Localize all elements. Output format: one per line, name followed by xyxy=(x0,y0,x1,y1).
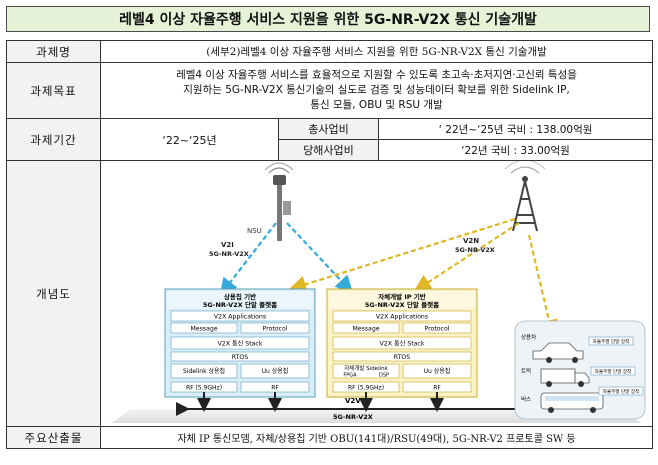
vehicle-label-car: 상용차 xyxy=(521,333,536,341)
left-message: Message xyxy=(190,326,217,333)
left-apps: V2X Applications xyxy=(214,314,266,321)
right-sidelink: 자체개발 Sidelink xyxy=(344,364,388,372)
vehicle-label-bus: 버스 xyxy=(521,395,531,403)
v2n-sublabel: 5G-NR-V2X xyxy=(455,246,495,254)
row-goal: 과제목표 레벨4 이상 자율주행 서비스를 효율적으로 지원할 수 있도록 초고… xyxy=(6,62,654,119)
nsu-pole-icon xyxy=(264,162,294,241)
left-rf2: RF xyxy=(271,385,279,392)
v2n-arrow-middle xyxy=(413,222,520,292)
project-table: 과제명 (세부2)레벨4 이상 자율주행 서비스 지원을 위한 5G-NR-V2… xyxy=(6,40,654,449)
right-rf2: RF xyxy=(433,385,441,392)
right-apps: V2X Applications xyxy=(376,314,428,321)
left-uu: Uu 상용칩 xyxy=(262,367,289,375)
year-budget-value: ‘22년 국비 : 33.00억원 xyxy=(377,139,654,161)
output-value: 자체 IP 통신모뎀, 자체/상용칩 기반 OBU(141대)/RSU(49대)… xyxy=(99,426,654,449)
goal-value: 레벨4 이상 자율주행 서비스를 효율적으로 지원할 수 있도록 초고속·초저지… xyxy=(99,62,654,119)
task-name-label: 과제명 xyxy=(6,40,101,63)
vehicle-tag-car: 자율주행 단말 장착 xyxy=(593,338,631,345)
row-concept: 개념도 xyxy=(6,159,654,427)
vehicle-tag-bus: 자율주행 단말 장착 xyxy=(603,388,641,395)
left-stack: V2X 통신 Stack xyxy=(218,340,263,348)
left-module-title-1: 상용칩 기반 xyxy=(224,292,256,301)
left-rf1: RF (5.9GHz) xyxy=(186,385,222,392)
right-module-title-1: 자체개발 IP 기반 xyxy=(378,292,426,301)
v2i-arrow-left xyxy=(219,222,277,296)
v2n-arrow-left xyxy=(288,217,516,293)
v2i-label: V2I xyxy=(221,241,234,249)
right-uu: Uu 상용칩 xyxy=(424,367,451,375)
bus-icon xyxy=(540,392,604,413)
total-budget-label: 총사업비 xyxy=(278,118,379,140)
left-protocol: Protocol xyxy=(263,326,288,333)
truck-icon xyxy=(540,368,590,387)
row-output: 주요산출물 자체 IP 통신모뎀, 자체/상용칩 기반 OBU(141대)/RS… xyxy=(6,426,654,449)
right-rf1: RF (5.9GHz) xyxy=(348,385,384,392)
concept-label: 개념도 xyxy=(6,160,101,427)
v2i-sublabel: 5G-NR-V2X xyxy=(209,250,249,258)
goal-label: 과제목표 xyxy=(6,62,101,119)
v2v-label: V2V xyxy=(345,397,361,405)
row-task-name: 과제명 (세부2)레벨4 이상 자율주행 서비스 지원을 위한 5G-NR-V2… xyxy=(6,40,654,63)
total-budget-value: ‘ 22년~‘25년 국비 : 138.00억원 xyxy=(377,118,654,140)
nsu-label: NSU xyxy=(247,227,262,235)
vehicle-tag-truck: 자율주행 단말 장착 xyxy=(595,368,633,375)
concept-diagram: NSU V2I 5G-NR-V2X xyxy=(111,159,646,423)
left-module: 상용칩 기반 5G-NR-V2X 단말 플랫폼 V2X Applications… xyxy=(164,288,316,412)
task-name-value: (세부2)레벨4 이상 자율주행 서비스 지원을 위한 5G-NR-V2X 통신… xyxy=(99,40,654,63)
period-value: ‘22~‘25년 xyxy=(100,118,279,161)
goal-line: 레벨4 이상 자율주행 서비스를 효율적으로 지원할 수 있도록 초고속·초저지… xyxy=(176,69,577,81)
row-period-year: 당해사업비 ‘22년 국비 : 33.00억원 xyxy=(7,139,654,161)
row-period-total: 과제기간 ‘22~‘25년 총사업비 ‘ 22년~‘25년 국비 : 138.0… xyxy=(6,118,654,161)
right-module-title-2: 5G-NR-V2X 단말 플랫폼 xyxy=(365,300,439,309)
right-stack: V2X 통신 Stack xyxy=(380,340,425,348)
output-label: 주요산출물 xyxy=(6,426,101,449)
v2n-label: V2N xyxy=(463,237,479,245)
vehicle-label-truck: 트럭 xyxy=(521,367,531,375)
left-rtos: RTOS xyxy=(232,354,248,361)
right-fpga: FPGA xyxy=(343,373,357,379)
concept-diagram-cell: NSU V2I 5G-NR-V2X xyxy=(99,159,654,427)
document-title: 레벨4 이상 자율주행 서비스 지원을 위한 5G-NR-V2X 통신 기술개발 xyxy=(6,6,650,32)
v2n-arrow-vehicles xyxy=(527,234,558,338)
right-dsp: DSP xyxy=(379,373,389,379)
year-budget-label: 당해사업비 xyxy=(278,139,379,161)
right-module: 자체개발 IP 기반 5G-NR-V2X 단말 플랫폼 V2X Applicat… xyxy=(326,288,478,412)
left-sidelink: Sidelink 상용칩 xyxy=(183,367,225,375)
right-protocol: Protocol xyxy=(425,326,450,333)
vehicles-group: 상용차 자율주행 단말 장착 트럭 자율주행 단말 장착 xyxy=(514,320,646,420)
right-message: Message xyxy=(352,326,379,333)
v2v-sublabel: 5G-NR-V2X xyxy=(333,413,373,421)
goal-line: 지원하는 5G-NR-V2X 통신기술의 실도로 검증 및 성능데이터 확보를 … xyxy=(183,84,570,96)
car-icon xyxy=(532,342,584,363)
v2i-arrow-right xyxy=(286,222,354,294)
left-module-title-2: 5G-NR-V2X 단말 플랫폼 xyxy=(203,300,277,309)
period-label: 과제기간 xyxy=(6,118,101,161)
goal-line: 통신 모듈, OBU 및 RSU 개발 xyxy=(310,99,443,111)
right-rtos: RTOS xyxy=(394,354,410,361)
